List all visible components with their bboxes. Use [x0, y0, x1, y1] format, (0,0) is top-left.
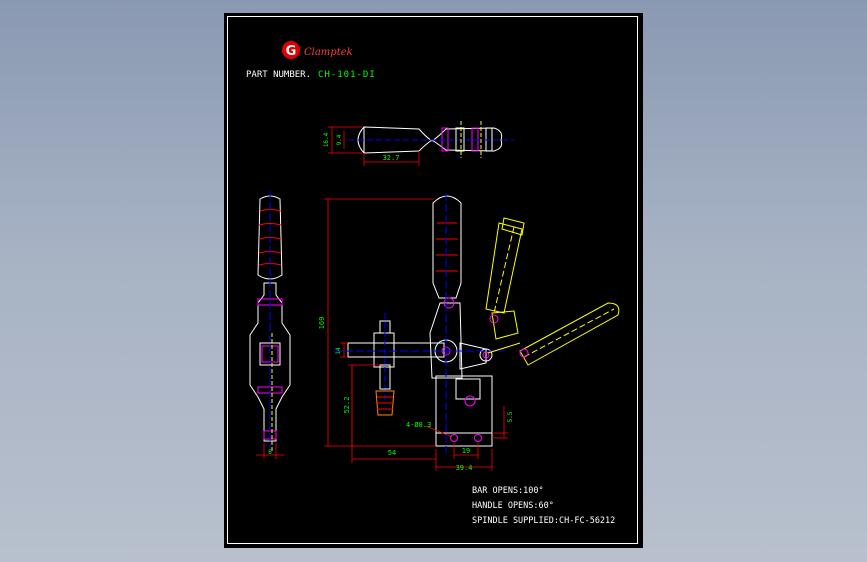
note-bar-opens: BAR OPENS:100°: [472, 486, 544, 496]
part-number-value: CH-101-DI: [318, 70, 376, 80]
drawing-border: [227, 16, 638, 544]
dim-side-width: 6: [268, 449, 272, 456]
dim-hole-offset: 5.5: [507, 411, 514, 422]
side-view: [249, 191, 291, 453]
note-handle-opens: HANDLE OPENS:60°: [472, 501, 554, 511]
drawing-sheet: G Clamptek PART NUMBER. CH-101-DI 16.4: [224, 13, 643, 548]
top-view: [349, 121, 514, 158]
dim-overall-height: 169: [318, 317, 326, 330]
note-spindle-supplied: SPINDLE SUPPLIED:CH-FC-56212: [472, 516, 615, 526]
cad-drawing: G Clamptek PART NUMBER. CH-101-DI 16.4: [246, 41, 620, 526]
logo-circle: [282, 41, 300, 59]
dim-reach: 54: [388, 449, 396, 457]
dim-top-height-outer: 16.4: [323, 132, 330, 147]
dim-pivot-height: 14: [335, 347, 342, 355]
dim-base-height: 52.2: [343, 397, 351, 414]
top-view-dimensions: [328, 126, 420, 166]
brand-name: Clamptek: [304, 47, 353, 58]
dim-hole-spacing: 19: [462, 447, 470, 455]
dim-hole-spec: 4-Ø8.3: [406, 421, 431, 429]
dim-base-length: 39.4: [456, 464, 473, 472]
open-position-outline: [485, 217, 620, 366]
logo-mark: G: [286, 44, 297, 59]
front-view-dimensions: [324, 198, 508, 471]
part-number-label: PART NUMBER.: [246, 70, 311, 80]
side-view-dimensions: [256, 443, 284, 459]
front-view: [334, 193, 504, 453]
spec-notes: BAR OPENS:100° HANDLE OPENS:60° SPINDLE …: [472, 486, 615, 526]
dim-top-height-inner: 9.4: [336, 134, 343, 145]
brand-logo: G Clamptek: [282, 41, 353, 59]
dim-top-length: 32.7: [383, 154, 400, 162]
